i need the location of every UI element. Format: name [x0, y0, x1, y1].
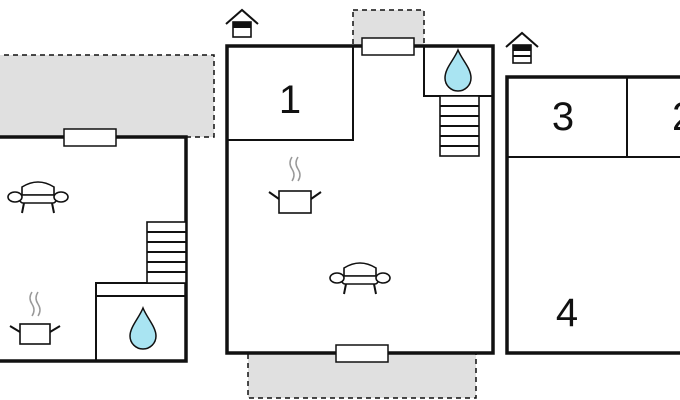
center-stairs-icon — [439, 95, 480, 157]
left-kitchen-icon — [9, 291, 61, 345]
center-bottom-window — [335, 344, 389, 363]
room-4-label: 4 — [556, 291, 578, 335]
room-1-label: 1 — [279, 78, 301, 122]
center-entrance-icon — [225, 8, 259, 38]
right-upper-rooms-walls — [507, 77, 680, 158]
right-entrance-icon — [505, 31, 539, 64]
center-bathroom-icon — [444, 47, 472, 92]
left-building — [0, 54, 215, 363]
right-building-walls — [505, 75, 680, 355]
room-3-label: 3 — [552, 95, 574, 139]
center-top-window — [361, 37, 415, 56]
center-kitchen-icon — [268, 156, 322, 214]
center-building: 1 — [225, 8, 495, 399]
left-sofa-icon — [7, 181, 69, 214]
left-terrace — [0, 54, 215, 138]
room-2-label: 2 — [672, 95, 680, 139]
left-stairs-icon — [146, 221, 187, 284]
center-building-walls — [225, 44, 495, 355]
right-building: 3 2 4 — [505, 31, 680, 355]
center-sofa-icon — [329, 262, 391, 295]
left-bathroom-icon — [129, 305, 157, 350]
room-1-walls — [227, 46, 354, 141]
left-window — [63, 128, 117, 147]
